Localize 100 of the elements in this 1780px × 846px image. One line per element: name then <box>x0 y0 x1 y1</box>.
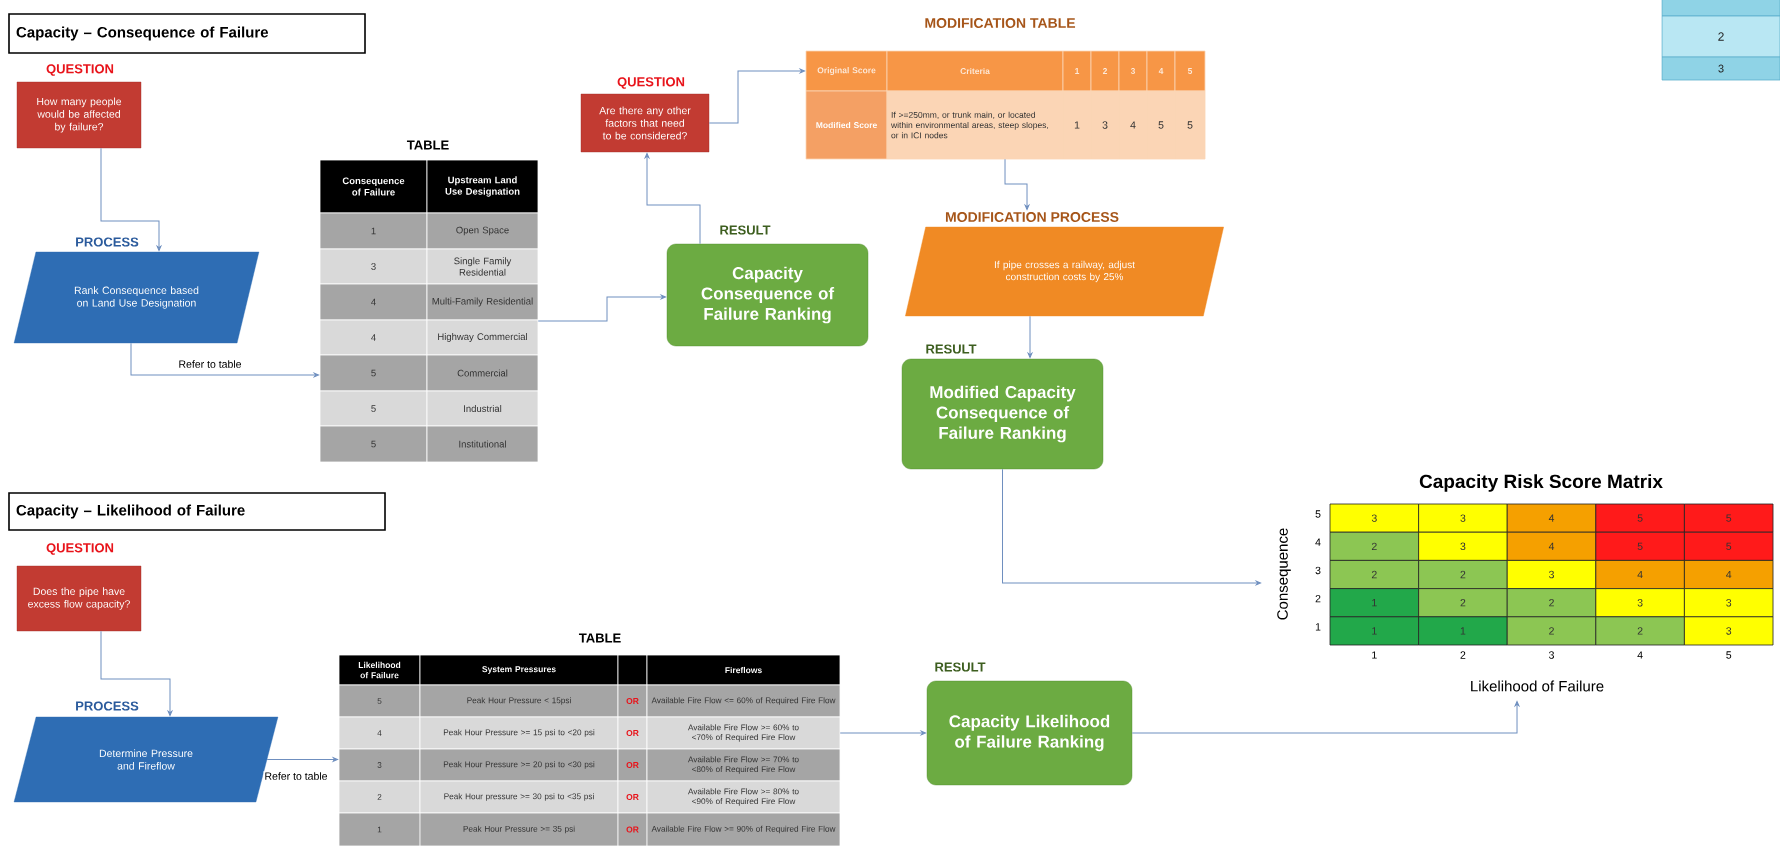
table-header-cell: 5 <box>1174 50 1206 92</box>
process-label: MODIFICATION PROCESS <box>945 212 1119 222</box>
arrow <box>130 342 320 378</box>
table-header-cell: Original Score <box>805 50 888 92</box>
table-cell: 5 <box>1146 90 1176 160</box>
table-header-cell: Consequence of Failure <box>319 159 428 214</box>
table-title: TABLE <box>406 140 449 150</box>
matrix-cell: 3 <box>1684 616 1774 646</box>
matrix-cell: 1 <box>1329 616 1419 646</box>
arrow <box>100 147 162 252</box>
edge-label: Refer to table <box>263 771 329 781</box>
table-cell: 5 <box>319 354 428 392</box>
table-cell: OR <box>617 716 648 750</box>
matrix-cell: 1 <box>1329 588 1419 618</box>
question-label: QUESTION <box>617 77 685 89</box>
table-cell: 3 <box>1661 56 1780 81</box>
question-box: Are there any other factors that need to be considered? <box>580 93 710 153</box>
table-cell: Commercial <box>426 354 539 392</box>
table-cell: 1 <box>319 212 428 250</box>
chart-title: Capacity Risk Score Matrix <box>1419 474 1663 492</box>
matrix-cell: 2 <box>1595 616 1685 646</box>
result-box: Modified Capacity Consequence of Failure Ranking <box>901 358 1104 470</box>
matrix-cell: 5 <box>1684 531 1774 561</box>
arrow <box>100 630 173 717</box>
table-header-cell: 4 <box>1146 50 1176 92</box>
edge-label: Refer to table <box>177 359 243 369</box>
matrix-cell: 3 <box>1684 588 1774 618</box>
process-label: PROCESS <box>76 701 139 711</box>
matrix-cell: 3 <box>1595 588 1685 618</box>
title-box: Capacity – Likelihood of Failure <box>8 492 386 531</box>
matrix-cell: 5 <box>1684 503 1774 533</box>
matrix-cell: 3 <box>1418 503 1508 533</box>
table-cell: 1 <box>338 812 421 846</box>
result-label: RESULT <box>720 225 771 235</box>
process-parallelogram: Rank Consequence based on Land Use Designation <box>13 251 260 344</box>
matrix-cell: 4 <box>1595 560 1685 589</box>
table-cell: Single Family Residential <box>426 248 539 285</box>
table-cell: 4 <box>1118 90 1148 160</box>
matrix-cell: 5 <box>1595 503 1685 533</box>
arrow <box>644 152 701 245</box>
matrix-cell: 2 <box>1418 560 1508 589</box>
arrow <box>839 730 927 736</box>
table-cell: Industrial <box>426 390 539 427</box>
table-header-cell: Likelihood of Failure <box>338 654 421 686</box>
title-box: Capacity – Consequence of Failure <box>8 13 366 54</box>
table-cell: 5 <box>319 390 428 427</box>
matrix-cell: 3 <box>1506 560 1597 589</box>
table-cell: 3 <box>319 248 428 285</box>
table-cell: OR <box>617 812 648 846</box>
result-label: RESULT <box>926 344 977 354</box>
table-header-cell: 2 <box>1090 50 1120 92</box>
matrix-cell: 4 <box>1506 531 1597 561</box>
table-title: TABLE <box>578 633 621 643</box>
table-cell: 3 <box>1090 90 1120 160</box>
table-cell: 5 <box>338 684 421 718</box>
table-header-cell: 1 <box>1062 50 1092 92</box>
result-label: RESULT <box>935 662 986 672</box>
matrix-cell: 1 <box>1418 616 1508 646</box>
table-cell: OR <box>617 748 648 782</box>
table-cell: 2 <box>338 780 421 814</box>
matrix-cell: 5 <box>1595 531 1685 561</box>
table-cell: 5 <box>1174 90 1206 160</box>
table-header-cell: Upstream Land Use Designation <box>426 159 539 214</box>
table-cell: 4 <box>319 319 428 356</box>
table-cell: Modified Score <box>805 90 888 160</box>
matrix-cell: 4 <box>1506 503 1597 533</box>
matrix-cell: 2 <box>1506 588 1597 618</box>
arrow <box>1004 158 1030 211</box>
matrix-cell: 3 <box>1418 531 1508 561</box>
question-box: Does the pipe have excess flow capacity? <box>16 565 142 632</box>
matrix-cell: 3 <box>1329 503 1419 533</box>
arrow <box>537 294 667 322</box>
table-cell: Highway Commercial <box>426 319 539 356</box>
table-cell: 3 <box>338 748 421 782</box>
table-cell: 5 <box>319 425 428 463</box>
arrow <box>1002 468 1262 586</box>
matrix-cell: 2 <box>1329 560 1419 589</box>
table-cell: 4 <box>319 283 428 321</box>
table-cell: Multi-Family Residential <box>426 283 539 321</box>
question-label: QUESTION <box>46 543 114 555</box>
table-cell: Open Space <box>426 212 539 250</box>
axis-title: Likelihood of Failure <box>1471 680 1604 692</box>
matrix-cell: 2 <box>1418 588 1508 618</box>
arrow <box>1027 315 1033 359</box>
matrix-cell: 4 <box>1684 560 1774 589</box>
axis-title: Consequence <box>1277 528 1291 620</box>
table-header-cell: 3 <box>1118 50 1148 92</box>
table-cell: 1 <box>1062 90 1092 160</box>
matrix-cell: 2 <box>1329 531 1419 561</box>
process-label: PROCESS <box>76 237 139 247</box>
table-title: MODIFICATION TABLE <box>925 18 1076 28</box>
table-cell: 4 <box>338 716 421 750</box>
arrow <box>708 68 806 124</box>
arrow <box>266 757 339 762</box>
table-cell: OR <box>617 684 648 718</box>
process-parallelogram: If pipe crosses a railway, adjust construction costs by 25% <box>905 226 1224 317</box>
matrix-cell: 2 <box>1506 616 1597 646</box>
table-cell: OR <box>617 780 648 814</box>
table-cell: Institutional <box>426 425 539 463</box>
result-box: Capacity Likelihood of Failure Ranking <box>926 680 1133 786</box>
